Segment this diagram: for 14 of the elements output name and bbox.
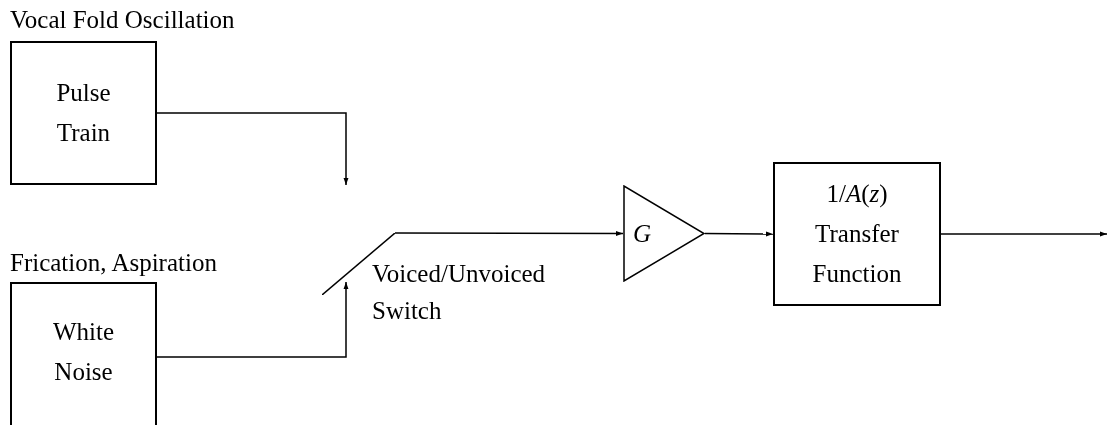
block-heading: Vocal Fold Oscillation [10,5,235,35]
switch-label: Voiced/Unvoiced Switch [372,259,547,326]
block-label: Pulse Train [55,78,112,148]
block-label: 1/A(z) Transfer Function [811,179,903,289]
block-heading: Frication, Aspiration [10,248,217,278]
arrow [940,231,1108,237]
arrow [156,112,349,186]
block-label: White Noise [51,317,116,387]
arrow [156,281,349,358]
arrow [704,231,774,237]
arrow [394,231,624,236]
gain-label: G [633,218,652,249]
amplifier-triangle [623,185,705,282]
block-box [773,162,941,306]
